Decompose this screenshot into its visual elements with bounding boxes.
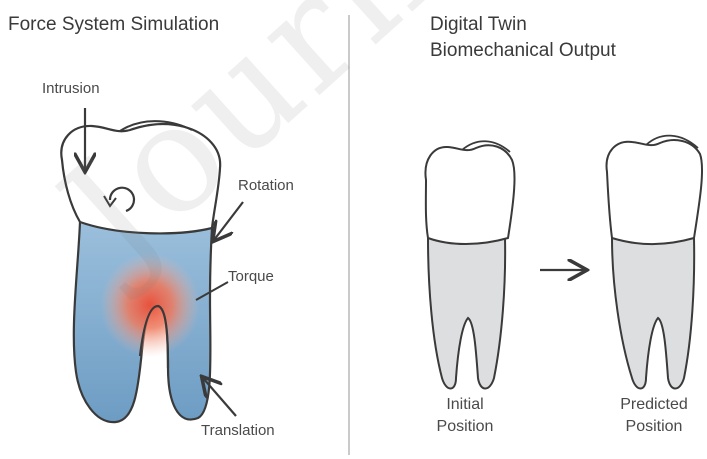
- predicted-caption-line2: Position: [602, 416, 706, 438]
- rotation-label: Rotation: [238, 177, 294, 194]
- rotation-arrow: [214, 202, 243, 240]
- right-panel-title-line1: Digital Twin: [430, 14, 527, 36]
- initial-caption-line2: Position: [420, 416, 510, 438]
- intrusion-label: Intrusion: [42, 80, 100, 97]
- initial-tooth: [425, 141, 514, 388]
- left-panel-title: Force System Simulation: [8, 14, 219, 36]
- right-panel-title-line2: Biomechanical Output: [430, 40, 616, 62]
- predicted-tooth: [607, 136, 703, 389]
- initial-caption-line1: Initial: [420, 394, 510, 416]
- stress-hotspot: [100, 253, 200, 357]
- translation-label: Translation: [201, 422, 275, 439]
- torque-label: Torque: [228, 268, 274, 285]
- predicted-caption-line1: Predicted: [602, 394, 706, 416]
